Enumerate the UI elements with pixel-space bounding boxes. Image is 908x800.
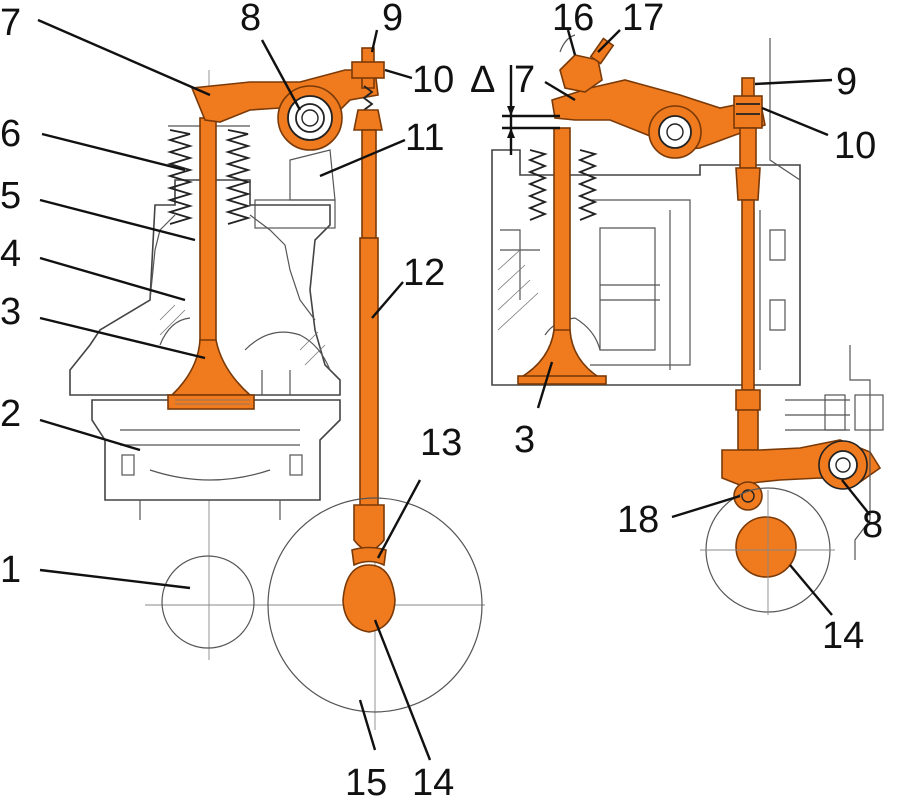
right-leaders <box>536 29 871 616</box>
push-rod <box>353 129 385 551</box>
left-leaders <box>37 18 432 761</box>
label-3: 3 <box>0 291 21 333</box>
label-14: 14 <box>412 762 454 800</box>
label-3-right: 3 <box>514 419 535 461</box>
cam-lobe <box>342 564 396 633</box>
label-6: 6 <box>0 113 21 155</box>
right-labels: 16 17 7 9 10 3 18 8 14 <box>514 0 883 657</box>
label-11: 11 <box>405 117 444 159</box>
label-10: 10 <box>412 59 454 101</box>
right-valve-spring <box>527 149 598 221</box>
label-13: 13 <box>420 422 462 464</box>
adjusting-screw <box>351 47 385 131</box>
label-7-right: 7 <box>514 59 535 101</box>
label-2: 2 <box>0 393 21 435</box>
label-1: 1 <box>0 549 21 591</box>
clearance-dimension: Δ <box>470 59 560 155</box>
piston <box>91 399 341 520</box>
label-17: 17 <box>622 0 664 39</box>
right-view: Δ 16 17 7 9 10 3 18 8 14 <box>470 0 884 657</box>
lower-rocker-arm <box>721 439 882 511</box>
label-18: 18 <box>617 499 659 541</box>
right-push-rod <box>735 127 761 451</box>
label-10-right: 10 <box>834 125 876 167</box>
gears <box>161 497 483 713</box>
label-4: 4 <box>0 233 21 275</box>
right-valve <box>517 127 607 385</box>
clearance-symbol: Δ <box>470 59 495 101</box>
label-8-right: 8 <box>862 504 883 546</box>
label-15: 15 <box>345 762 387 800</box>
label-5: 5 <box>0 175 21 217</box>
intake-valve <box>167 117 255 410</box>
label-14-right: 14 <box>822 615 864 657</box>
label-16: 16 <box>552 0 594 39</box>
tappet <box>351 546 387 567</box>
label-9-right: 9 <box>836 61 857 103</box>
right-casing <box>785 345 884 560</box>
right-cam <box>700 487 835 615</box>
left-labels: 7 8 9 10 6 11 5 4 12 3 2 13 1 15 14 <box>0 0 462 800</box>
label-9: 9 <box>382 0 403 39</box>
right-adjusting-screw <box>733 77 763 129</box>
oil-fitting <box>559 34 615 93</box>
right-rocker-arm <box>551 79 766 159</box>
label-12: 12 <box>403 252 445 294</box>
label-8: 8 <box>240 0 261 39</box>
left-view: 7 8 9 10 6 11 5 4 12 3 2 13 1 15 14 <box>0 0 485 800</box>
label-7: 7 <box>0 2 21 44</box>
